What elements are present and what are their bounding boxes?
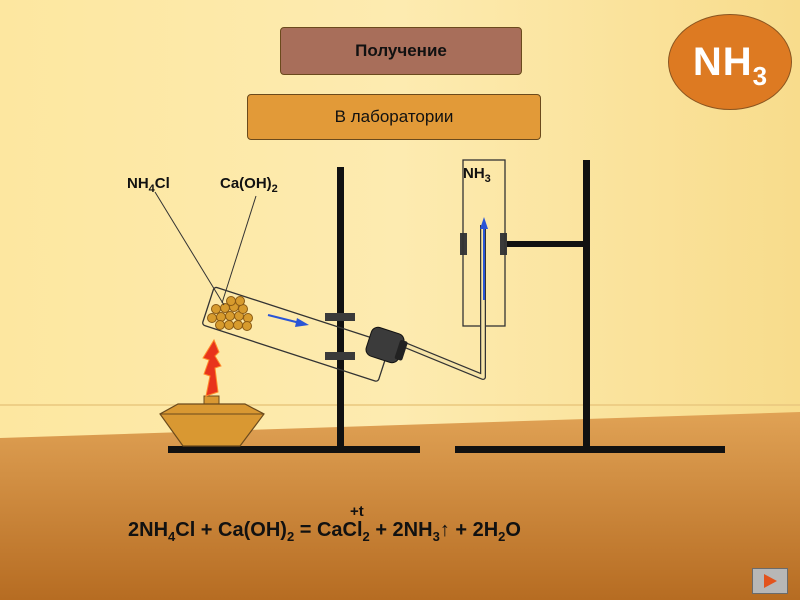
right-stand-base [455,446,725,453]
left-clamp-top [325,313,355,321]
reaction-equation: 2NH4Cl + Ca(OH)2 = CaCl2 + 2NH3↑ + 2H2O [128,519,521,544]
reaction-test-tube [202,286,391,382]
subtitle-text: В лаборатории [334,107,454,126]
nh3-label: NH3 [463,165,491,185]
badge-formula-sub: 3 [752,60,768,91]
left-stand-base [168,446,420,453]
title-text: Получение [355,41,447,60]
reagent-granules [207,296,253,331]
caoh2-pointer-line [221,195,257,304]
right-clamp-pad-right [500,233,507,255]
flame-icon [202,338,222,397]
left-clamp-bottom [325,352,355,360]
caoh2-label: Ca(OH)2 [220,175,278,195]
play-triangle-icon [764,574,777,588]
subtitle-box: В лаборатории [247,94,541,140]
delivery-tube [398,225,486,380]
title-box: Получение [280,27,522,75]
reaction-condition: +t [350,503,364,520]
right-stand-rod [583,160,590,452]
nh4cl-label: NH4Cl [127,175,170,195]
gas-flow-arrow [267,314,301,324]
spirit-lamp [159,395,265,447]
nh4cl-pointer-line [154,191,225,306]
next-slide-button[interactable] [752,568,788,594]
left-stand-rod [337,167,344,452]
badge-formula-main: NH [692,39,753,84]
right-clamp-arm [507,241,587,247]
